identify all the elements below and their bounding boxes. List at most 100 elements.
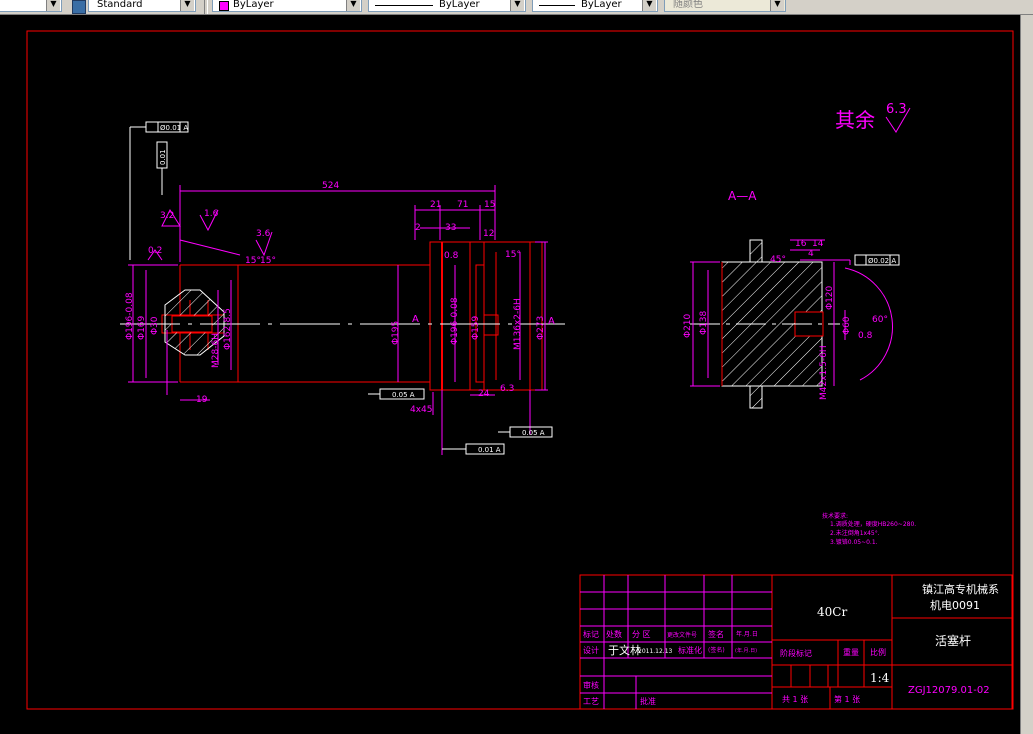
dim-phi30: Φ30 xyxy=(150,316,160,335)
tolerance-frames xyxy=(129,121,553,455)
tb-part-name: 活塞杆 xyxy=(935,633,971,648)
lineweight-value: ByLayer xyxy=(581,0,622,10)
dim-phi210: Φ210 xyxy=(683,313,693,338)
tol-perp-top: 0.01 xyxy=(159,149,167,165)
tb-design: 设计 xyxy=(583,645,599,655)
dim-phi60: Φ60 xyxy=(842,316,852,335)
tb-scale: 1:4 xyxy=(870,671,890,685)
roughness-label: 其余 xyxy=(835,108,875,132)
dim-phi196b: Φ196-0.08 xyxy=(450,297,460,345)
tol-runout-2: 0.05 A xyxy=(522,429,545,437)
separator xyxy=(204,0,208,14)
dim-24: 24 xyxy=(478,389,490,399)
note-3: 3.镀铬0.05~0.1. xyxy=(830,538,878,546)
dim-phi138: Φ138 xyxy=(699,310,709,335)
textstyle-left-dropdown[interactable]: ▼ xyxy=(0,0,62,12)
plotstyle-value: 随颜色 xyxy=(673,0,703,10)
tb-stage: 阶段标记 xyxy=(780,648,812,658)
dim-2: 2 xyxy=(415,223,421,233)
layer-color-dropdown[interactable]: ByLayer ▼ xyxy=(212,0,362,12)
dim-m136: M136x2-6H xyxy=(513,298,523,350)
section-dim-text: Φ210 Φ138 45° 60° 16 14 4 Φ120 Φ60 M42x1… xyxy=(683,239,888,400)
dim-phi196: Φ196-0.08 xyxy=(125,292,135,340)
lineweight-dropdown[interactable]: ByLayer ▼ xyxy=(532,0,658,12)
tol-flat-1: 0.01 A xyxy=(478,446,501,454)
tb-school-1: 镇江高专机械系 xyxy=(922,582,999,596)
tb-weight: 重量 xyxy=(843,647,859,657)
dim-12: 12 xyxy=(483,229,494,239)
tb-review: 审核 xyxy=(583,680,599,690)
tolerance-text: Ø0.01 A 0.01 0.05 A 0.05 A 0.01 A xyxy=(159,124,545,454)
rough-6-3: 6.3 xyxy=(500,384,514,394)
tb-school-2: 机电0091 xyxy=(930,598,980,612)
textstyle-icon[interactable] xyxy=(72,0,86,14)
chevron-down-icon[interactable]: ▼ xyxy=(642,0,656,11)
plotstyle-dropdown[interactable]: 随颜色 ▼ xyxy=(664,0,786,12)
rough-0-8: 0.8 xyxy=(444,251,459,261)
tb-total: 共 1 张 xyxy=(782,695,808,704)
dim-71: 71 xyxy=(457,200,468,210)
tb-doc: 更改文件号 xyxy=(667,631,697,639)
linetype-dropdown[interactable]: ByLayer ▼ xyxy=(368,0,526,12)
cad-drawing[interactable]: 其余 6.3 xyxy=(0,15,1021,734)
dim-19: 19 xyxy=(196,395,208,405)
tb-mark: 标记 xyxy=(583,629,599,639)
dim-phi162: Φ162-8.5 xyxy=(223,308,233,350)
tb-sign: 签名 xyxy=(708,629,724,639)
tb-designer: 于文林 xyxy=(608,643,641,657)
dim-15deg-b: 15° xyxy=(245,256,261,266)
rough-3-2: 3.2 xyxy=(160,211,174,221)
dim-15: 15 xyxy=(484,200,495,210)
rough-1-6: 1.6 xyxy=(204,209,219,219)
rough-3-6: 3.6 xyxy=(256,229,271,239)
properties-toolbar: ▼ Standard ▼ ByLayer ▼ ByLayer ▼ ByLayer… xyxy=(0,0,1033,15)
dim-phi195: Φ195 xyxy=(391,321,401,345)
roughness-symbol-icon xyxy=(885,107,911,133)
tb-zone: 分 区 xyxy=(632,630,651,639)
dim-15deg-c: 15° xyxy=(260,256,276,266)
linetype-value: ByLayer xyxy=(439,0,480,10)
dim-phi120: Φ120 xyxy=(825,285,835,310)
section-tolerance xyxy=(854,254,900,266)
dim-60deg: 60° xyxy=(872,315,888,325)
tb-date: 年.月.日 xyxy=(736,630,758,638)
vertical-scrollbar[interactable] xyxy=(1020,15,1033,734)
dim-16: 16 xyxy=(795,239,807,249)
main-dim-text: 524 21 71 15 2 33 12 24 19 4x45 15° 15° … xyxy=(125,181,555,415)
tb-std: 标准化 xyxy=(678,645,702,655)
chevron-down-icon[interactable]: ▼ xyxy=(46,0,60,11)
title-grid xyxy=(580,575,772,709)
tol-runout-1: 0.05 A xyxy=(392,391,415,399)
surface-roughness-note: 其余 6.3 xyxy=(835,102,911,133)
dim-4x45: 4x45 xyxy=(410,405,433,415)
tb-design-date: 2011.12.13 xyxy=(638,648,673,655)
technical-notes: 技术要求: 1.调质处理，硬度HB260~280. 2.未注倒角1x45°. 3… xyxy=(822,512,916,546)
textstyle-dropdown[interactable]: Standard ▼ xyxy=(88,0,196,12)
rough-0-8-b: 0.8 xyxy=(858,331,873,341)
note-title: 技术要求: xyxy=(822,512,848,520)
dim-4: 4 xyxy=(808,249,814,259)
tb-drawing-no: ZGJ12079.01-02 xyxy=(908,685,990,696)
dim-45deg: 45° xyxy=(770,255,786,265)
layer-color-value: ByLayer xyxy=(233,0,274,10)
dim-m28: M28-6H xyxy=(211,333,221,368)
chevron-down-icon[interactable]: ▼ xyxy=(346,0,360,11)
rough-0-2: 0.2 xyxy=(148,246,162,256)
section-dimensions xyxy=(690,239,893,387)
chevron-down-icon[interactable]: ▼ xyxy=(180,0,194,11)
chevron-down-icon[interactable]: ▼ xyxy=(770,0,784,11)
sheet-frame xyxy=(26,30,1014,710)
section-view xyxy=(690,239,840,409)
chevron-down-icon[interactable]: ▼ xyxy=(510,0,524,11)
section-label: A—A xyxy=(728,189,757,203)
dim-phi159: Φ159 xyxy=(471,315,481,340)
drawing-canvas[interactable]: 其余 6.3 xyxy=(0,15,1033,734)
tb-date2: (年.月.日) xyxy=(735,647,757,654)
roughness-value: 6.3 xyxy=(886,102,907,117)
dim-phi273: Φ273 xyxy=(536,316,546,340)
tb-approve: 批准 xyxy=(640,696,656,706)
dim-33: 33 xyxy=(445,223,456,233)
tol-coax-top: Ø0.01 A xyxy=(160,124,188,132)
tb-sheet: 第 1 张 xyxy=(834,694,860,704)
dim-524: 524 xyxy=(322,181,339,191)
